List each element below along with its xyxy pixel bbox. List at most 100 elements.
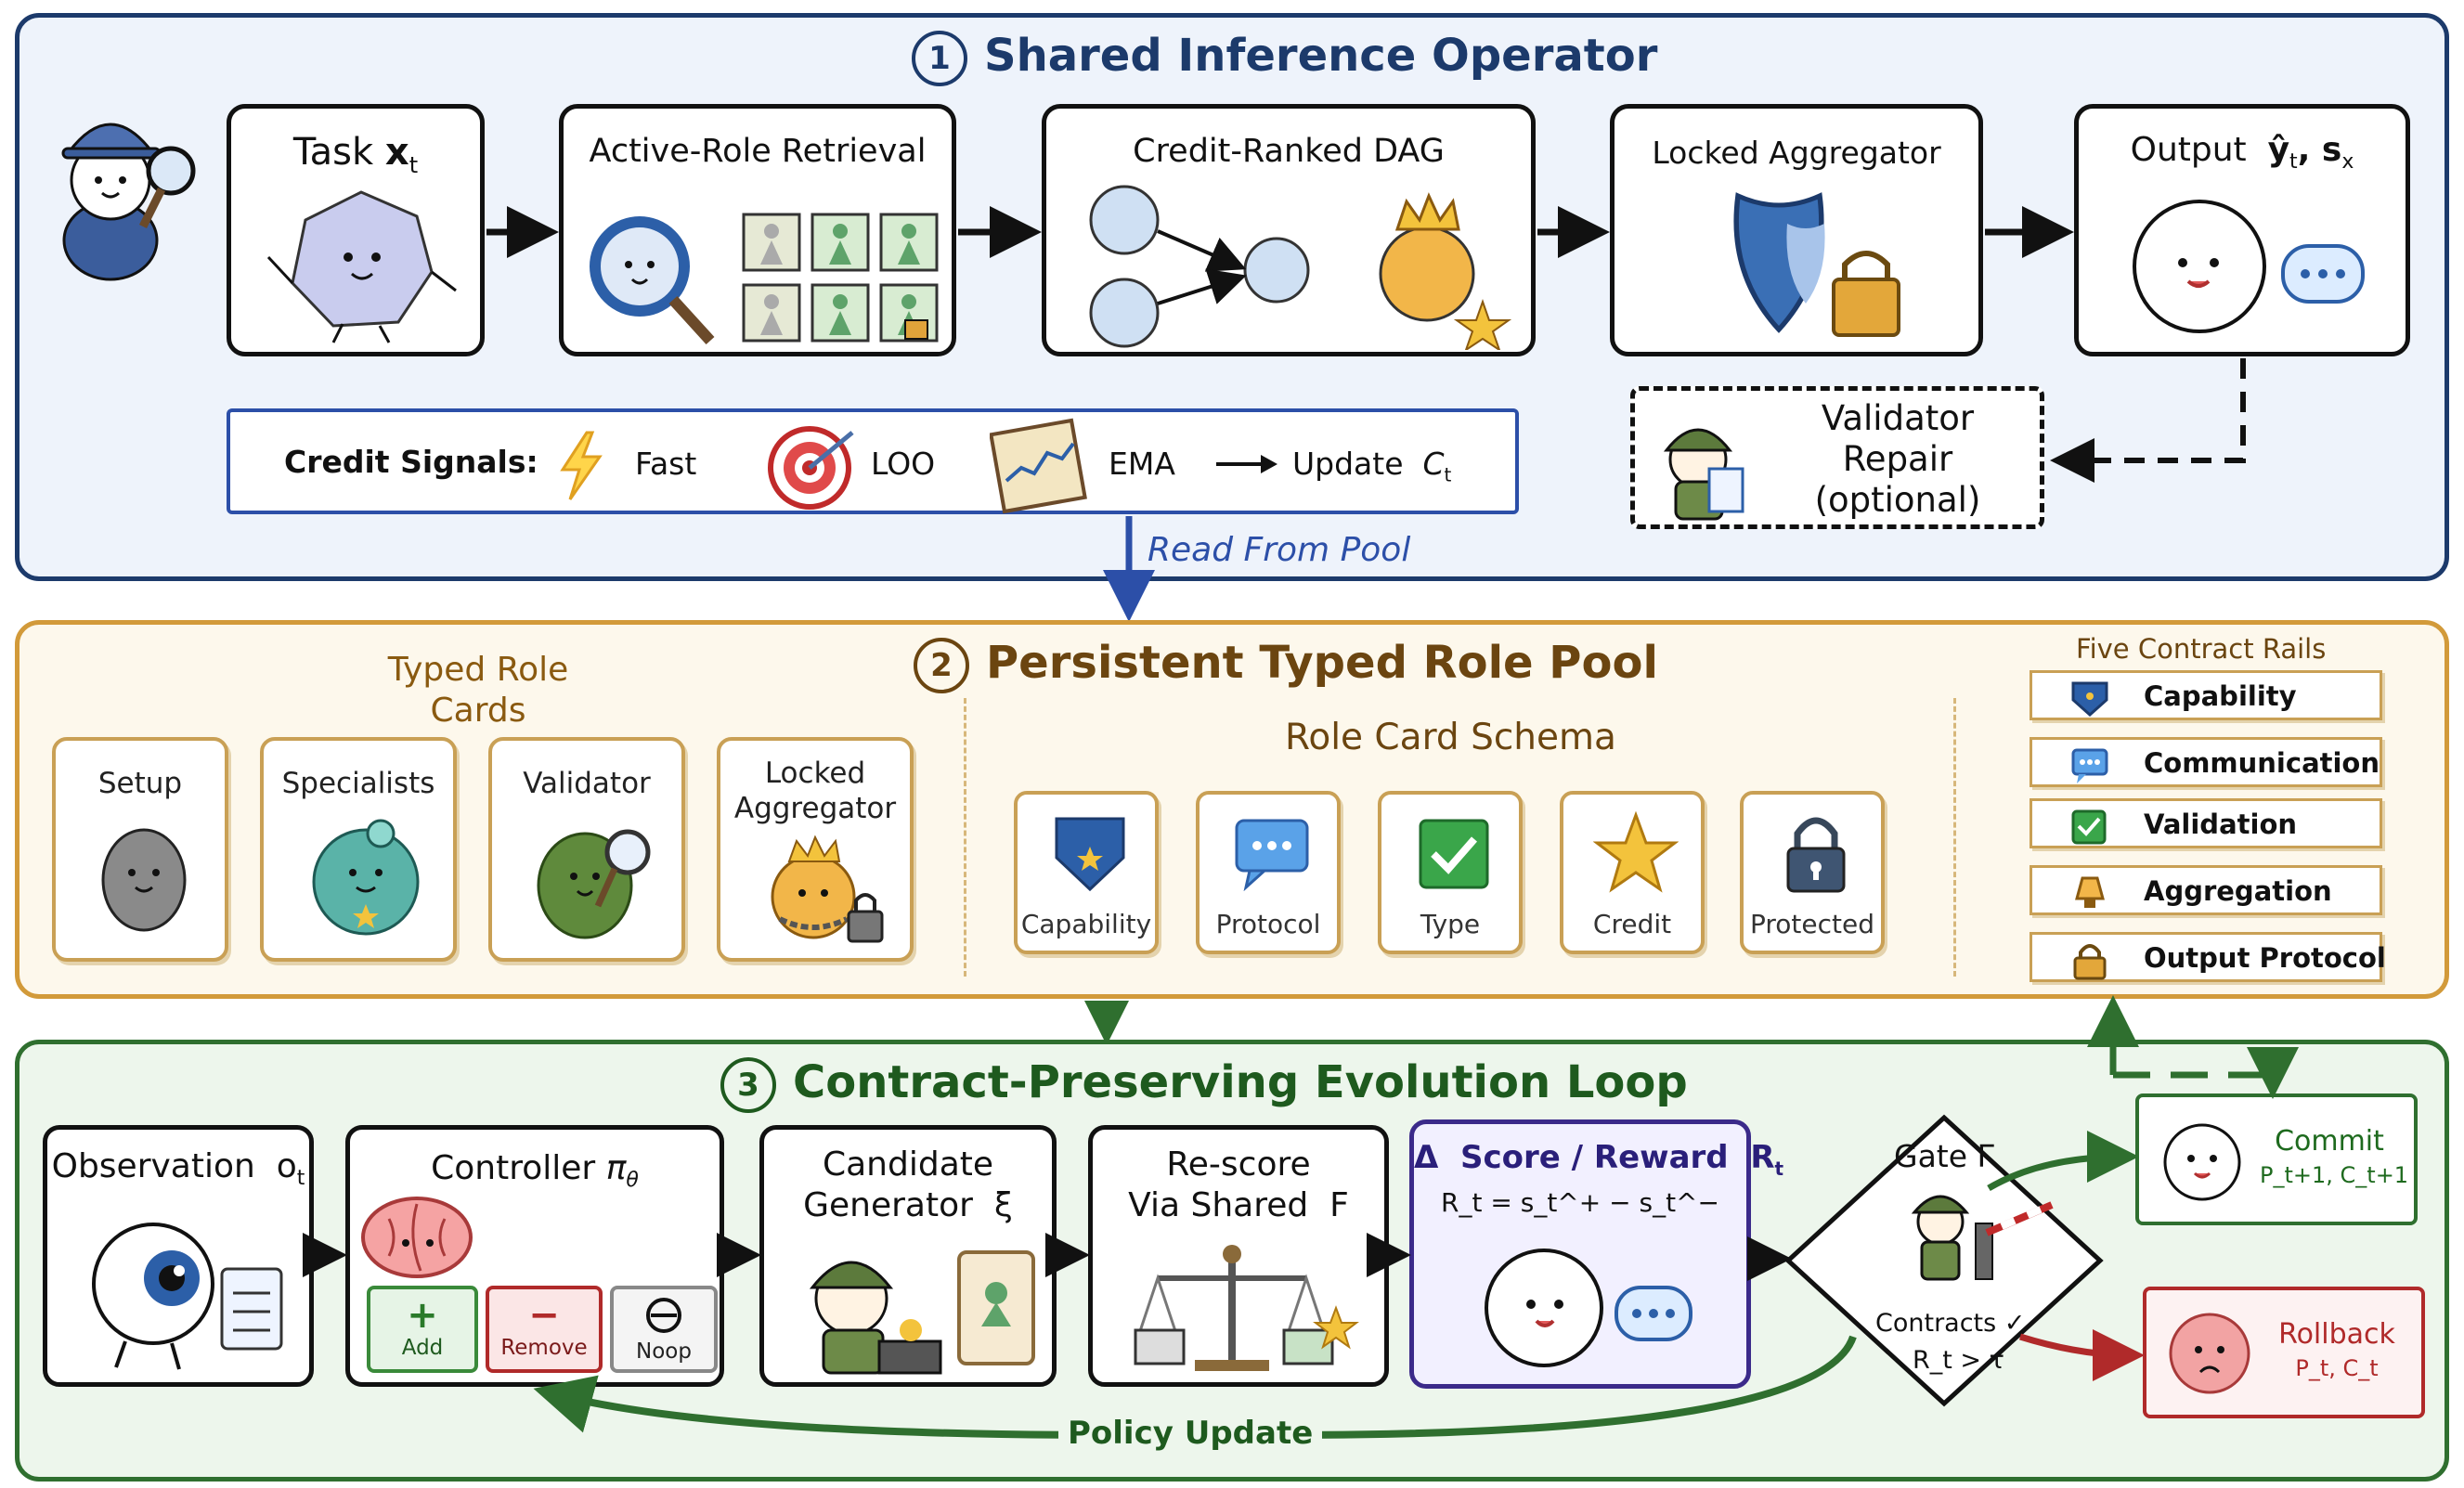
rail-aggregation-label: Aggregation bbox=[2144, 875, 2332, 907]
panel2-number: 2 bbox=[914, 638, 969, 693]
task-box: Task xt bbox=[227, 104, 485, 356]
locked-aggregator-box: Locked Aggregator bbox=[1610, 104, 1983, 356]
role-card-specialists: Specialists bbox=[260, 737, 457, 962]
rail-aggregation-icon bbox=[2075, 876, 2105, 908]
update-arrow-icon bbox=[1216, 455, 1277, 473]
rail-validation: Validation bbox=[2030, 798, 2382, 848]
shield-lock-icon bbox=[1733, 192, 1900, 337]
dag-label: Credit-Ranked DAG bbox=[1133, 133, 1445, 170]
schema-credit: Credit bbox=[1560, 791, 1705, 954]
loo-label: LOO bbox=[871, 446, 936, 482]
protocol-chat-icon bbox=[1235, 819, 1309, 891]
rollback-sad-face-icon bbox=[2169, 1313, 2250, 1394]
commit-face-icon bbox=[2163, 1123, 2241, 1201]
rail-communication: Communication bbox=[2030, 737, 2382, 787]
lightning-icon bbox=[560, 431, 603, 500]
panel3-title-text: Contract-Preserving Evolution Loop bbox=[793, 1056, 1688, 1108]
retrieval-box: Active-Role Retrieval bbox=[559, 104, 956, 356]
schema-protected-label: Protected bbox=[1750, 909, 1874, 939]
validator-soldier-icon bbox=[1663, 428, 1744, 521]
gate-label: Gate Γ bbox=[1894, 1138, 1994, 1174]
rail-communication-icon bbox=[2071, 748, 2108, 783]
fast-label: Fast bbox=[635, 446, 697, 482]
controller-label: Controller πθ bbox=[431, 1149, 639, 1193]
dag-graph-icon bbox=[1089, 185, 1512, 350]
update-label: Update Ct bbox=[1292, 446, 1452, 486]
rail-output-protocol-icon bbox=[2073, 944, 2107, 980]
retrieval-label: Active-Role Retrieval bbox=[589, 133, 927, 170]
rail-capability-label: Capability bbox=[2144, 680, 2297, 712]
rail-validation-icon bbox=[2071, 809, 2107, 845]
policy-update-label: Policy Update bbox=[1058, 1415, 1323, 1452]
target-icon bbox=[768, 426, 854, 510]
schema-protocol: Protocol bbox=[1196, 791, 1341, 954]
validator-blob-icon bbox=[537, 829, 651, 939]
pool-divider-right bbox=[1953, 698, 1956, 977]
score-formula: R_t = s_t^+ − s_t^− bbox=[1441, 1187, 1719, 1218]
schema-type-label: Type bbox=[1420, 909, 1481, 939]
observation-label: Observation ot bbox=[51, 1147, 305, 1191]
type-check-icon bbox=[1419, 819, 1489, 889]
role-card-specialists-label: Specialists bbox=[281, 767, 435, 800]
speech-bubble-icon bbox=[2133, 200, 2365, 333]
specialists-blob-icon bbox=[312, 819, 420, 936]
add-button[interactable]: + Add bbox=[367, 1286, 478, 1373]
panel1-title-text: Shared Inference Operator bbox=[984, 30, 1658, 82]
pool-divider-left bbox=[964, 698, 966, 977]
eye-clipboard-icon bbox=[92, 1223, 283, 1370]
schema-credit-label: Credit bbox=[1592, 909, 1672, 939]
setup-blob-icon bbox=[101, 828, 187, 932]
score-reward-label: Δ Score / Reward Rt bbox=[1414, 1139, 1784, 1180]
task-heptagon-icon bbox=[266, 190, 457, 343]
rail-capability-icon bbox=[2071, 681, 2108, 717]
schema-capability-label: Capability bbox=[1020, 909, 1152, 939]
schema-type: Type bbox=[1378, 791, 1523, 954]
typed-role-cards-label: Typed Role Cards bbox=[387, 651, 569, 730]
panel3-number: 3 bbox=[720, 1057, 776, 1113]
rail-capability: Capability bbox=[2030, 670, 2382, 720]
noop-label: Noop bbox=[636, 1339, 692, 1364]
credit-signals-label: Credit Signals: bbox=[284, 444, 538, 480]
role-card-validator-label: Validator bbox=[523, 767, 651, 800]
schema-protected: Protected bbox=[1740, 791, 1885, 954]
credit-star-icon bbox=[1593, 811, 1679, 893]
read-from-pool-label: Read From Pool bbox=[1148, 531, 1411, 569]
panel1-title: 1 Shared Inference Operator bbox=[912, 30, 1657, 86]
role-card-setup: Setup bbox=[52, 737, 228, 962]
detective-mascot-icon bbox=[61, 123, 196, 281]
schema-title: Role Card Schema bbox=[1285, 717, 1616, 758]
panel1-number: 1 bbox=[912, 31, 967, 86]
score-bubble-icon bbox=[1485, 1249, 1692, 1367]
dag-box: Credit-Ranked DAG bbox=[1042, 104, 1536, 356]
add-symbol: + bbox=[407, 1294, 438, 1337]
credit-signals-box: Credit Signals: Fast LOO EMA Update Ct bbox=[227, 408, 1519, 514]
locked-aggregator-label: Locked Aggregator bbox=[1652, 135, 1941, 171]
remove-button[interactable]: − Remove bbox=[486, 1286, 603, 1373]
role-grid-icon bbox=[742, 213, 939, 343]
capability-shield-icon bbox=[1055, 817, 1125, 892]
noop-button[interactable]: Noop bbox=[610, 1286, 718, 1373]
gate-condition-label: R_t > τ bbox=[1913, 1346, 2004, 1375]
ema-chart-icon bbox=[990, 418, 1087, 514]
schema-protocol-label: Protocol bbox=[1215, 909, 1321, 939]
schema-capability: Capability bbox=[1014, 791, 1159, 954]
task-label: Task xt bbox=[292, 131, 419, 178]
rail-validation-label: Validation bbox=[2144, 809, 2298, 840]
balance-scale-icon bbox=[1134, 1245, 1359, 1371]
rail-communication-label: Communication bbox=[2144, 747, 2380, 779]
gate-diamond bbox=[1784, 1114, 2104, 1407]
rail-aggregation: Aggregation bbox=[2030, 865, 2382, 915]
score-reward-box: Δ Score / Reward Rt R_t = s_t^+ − s_t^− bbox=[1409, 1119, 1784, 1389]
brain-icon bbox=[361, 1197, 473, 1278]
add-label: Add bbox=[401, 1336, 444, 1360]
